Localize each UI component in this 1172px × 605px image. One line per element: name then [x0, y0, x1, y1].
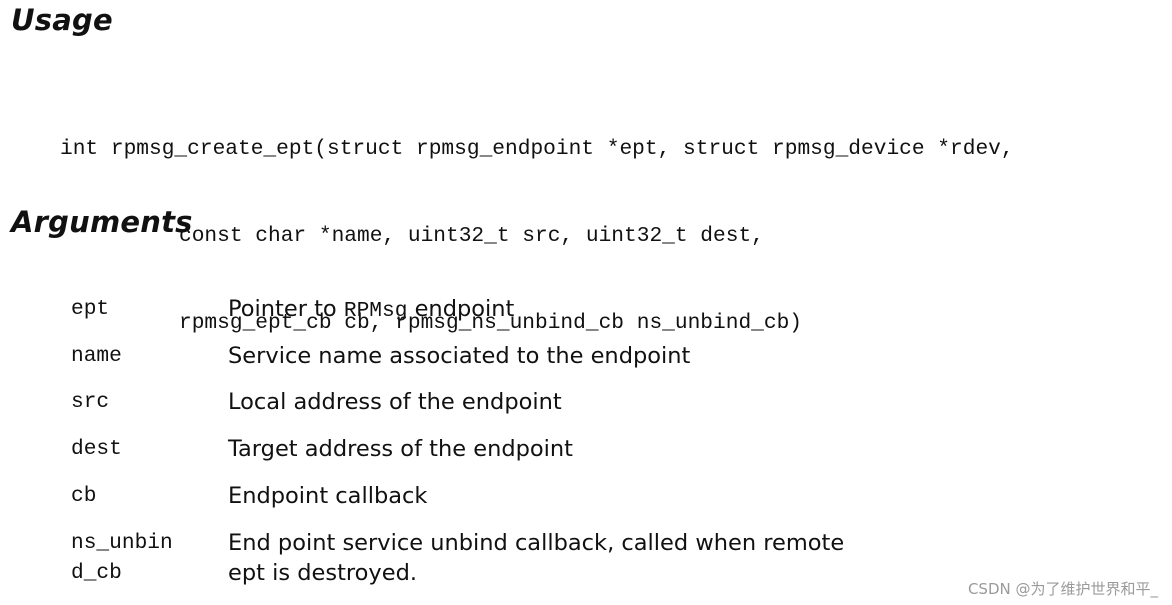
arguments-heading: Arguments [11, 205, 193, 239]
argument-name: ept [71, 297, 110, 321]
argument-name: name [71, 344, 122, 368]
signature-line-3: rpmsg_ept_cb cb, rpmsg_ns_unbind_cb ns_u… [179, 311, 803, 335]
argument-name: src [71, 390, 110, 414]
argument-description: Pointer to RPMsg endpoint [228, 294, 888, 326]
argument-description: Endpoint callback [228, 483, 428, 509]
usage-heading: Usage [11, 3, 113, 37]
argument-name: dest [71, 437, 122, 461]
argument-description: Service name associated to the endpoint [228, 343, 691, 369]
argument-name-line-1: ns_unbin [71, 531, 173, 555]
signature-line-1: int rpmsg_create_ept(struct rpmsg_endpoi… [60, 137, 1014, 161]
signature-line-2: const char *name, uint32_t src, uint32_t… [179, 224, 764, 248]
argument-description-line-2: ept is destroyed. [228, 560, 418, 586]
argument-name: cb [71, 484, 97, 508]
argument-description: End point service unbind callback, calle… [228, 528, 888, 588]
watermark: CSDN @为了维护世界和平_ [967, 580, 1158, 598]
function-signature: int rpmsg_create_ept(struct rpmsg_endpoi… [60, 77, 1014, 367]
argument-name-line-2: d_cb [71, 561, 122, 585]
description-text: Pointer to [228, 296, 344, 322]
argument-description: Target address of the endpoint [228, 436, 573, 462]
description-text: endpoint [407, 296, 515, 322]
argument-description-line-1: End point service unbind callback, calle… [228, 530, 845, 556]
argument-name: ns_unbin d_cb [71, 528, 201, 588]
description-code: RPMsg [343, 299, 408, 323]
argument-description: Local address of the endpoint [228, 389, 562, 415]
